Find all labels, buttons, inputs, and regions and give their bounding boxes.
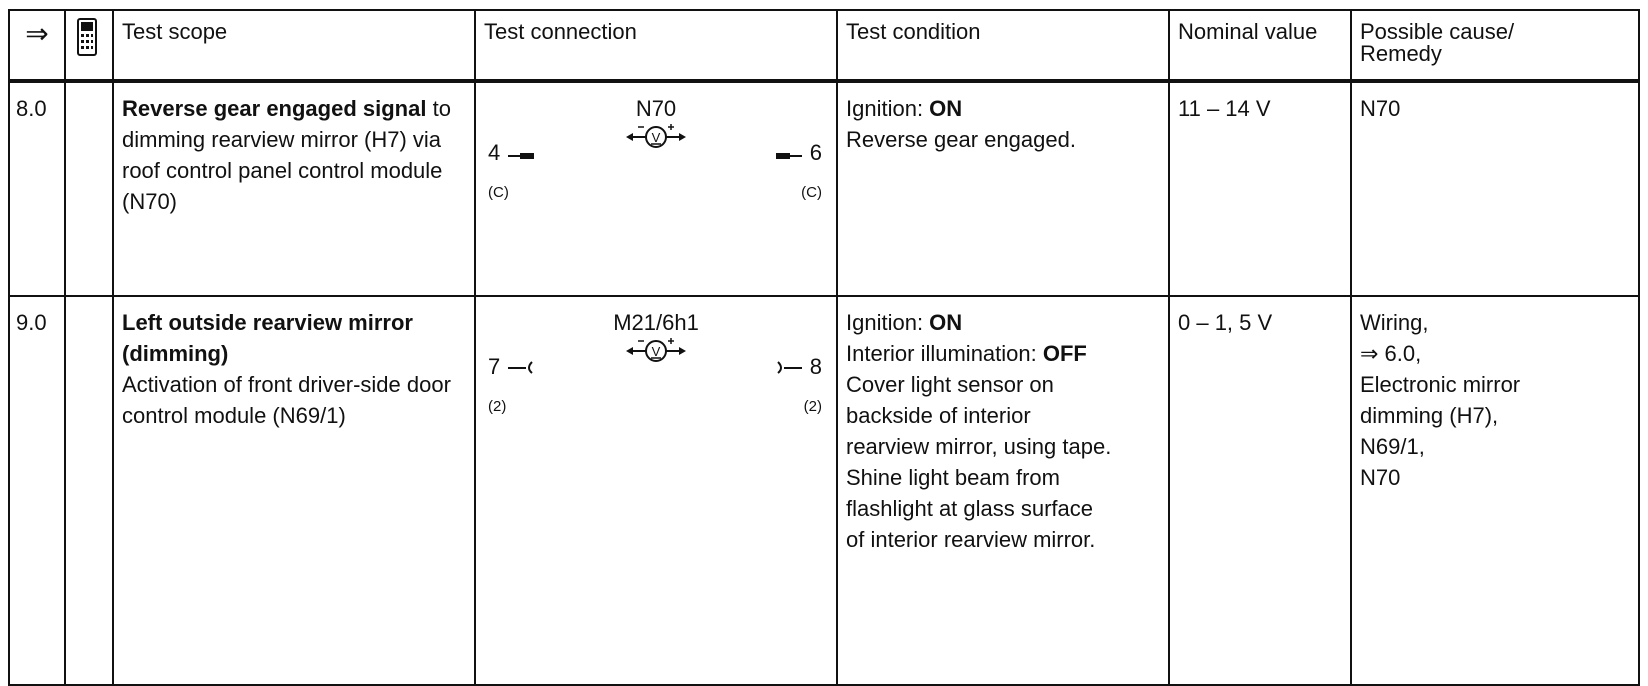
step-number: 8.0: [8, 80, 66, 297]
nominal-value-header: Nominal value: [1168, 9, 1352, 83]
tester-cell: [64, 80, 114, 297]
scope-description: to dimming rearview mirror (H7) via roof…: [122, 96, 451, 214]
possible-cause-label: Possible cause/: [1360, 19, 1515, 44]
tester-cell: [64, 295, 114, 686]
ignition-line: Ignition: ON: [846, 310, 963, 335]
socket-connector-icon: [776, 361, 802, 374]
voltmeter-icon: V: [484, 121, 828, 157]
scope-description: Activation of front driver-side door con…: [122, 372, 451, 428]
arrow-header: ⇒: [8, 9, 66, 83]
condition-line: Reverse gear engaged.: [846, 127, 1076, 152]
test-scope-cell: Reverse gear engaged signal to dimming r…: [112, 80, 476, 297]
test-scope-cell: Left outside rearview mirror (dimming) A…: [112, 295, 476, 686]
header-row: ⇒ Test scope Test connection Test condit…: [8, 9, 1640, 83]
nominal-value-cell: 11 – 14 V: [1168, 80, 1352, 297]
connector-left: (2): [488, 398, 507, 415]
test-connection-header: Test connection: [474, 9, 838, 83]
condition-line: rearview mirror, using tape.: [846, 434, 1112, 459]
pin-left: 7: [488, 351, 536, 382]
connector-right: (C): [801, 184, 822, 201]
cause-line: Wiring,: [1360, 310, 1429, 335]
tester-icon: [76, 18, 98, 62]
cause-link[interactable]: ⇒ 6.0,: [1360, 341, 1422, 366]
cause-line: N70: [1360, 465, 1401, 490]
ignition-line: Ignition: ON: [846, 96, 963, 121]
step-number: 9.0: [8, 295, 66, 686]
voltmeter-icon: V: [484, 335, 828, 371]
possible-cause-cell: Wiring, ⇒ 6.0, Electronic mirror dimming…: [1350, 295, 1640, 686]
remedy-label: Remedy: [1360, 41, 1442, 66]
cause-line: dimming (H7),: [1360, 403, 1499, 428]
test-table: ⇒ Test scope Test connection Test condit…: [8, 9, 1640, 686]
module-label: M21/6h1: [613, 310, 699, 335]
pin-left: 4: [488, 137, 536, 168]
svg-text:V: V: [652, 130, 661, 145]
possible-cause-cell: N70: [1350, 80, 1640, 297]
scope-title: Left outside rearview mirror (dimming): [122, 310, 413, 366]
pin-right: 6: [774, 137, 822, 168]
test-condition-cell: Ignition: ON Reverse gear engaged.: [836, 80, 1170, 297]
test-connection-cell: N70 V: [474, 80, 838, 297]
scope-title: Reverse gear engaged signal: [122, 96, 427, 121]
socket-plug-icon: [508, 153, 535, 159]
connector-right: (2): [803, 398, 822, 415]
connector-left: (C): [488, 184, 509, 201]
condition-line: Cover light sensor on: [846, 372, 1054, 397]
condition-line: backside of interior: [846, 403, 1031, 428]
condition-line: flashlight at glass surface: [846, 496, 1094, 521]
table-row: 9.0 Left outside rearview mirror (dimmin…: [8, 295, 1640, 686]
test-connection-cell: M21/6h1 V: [474, 295, 838, 686]
cause-line: Electronic mirror: [1360, 372, 1521, 397]
svg-text:V: V: [652, 344, 661, 359]
illumination-line: Interior illumination: OFF: [846, 341, 1087, 366]
cause-line: N70: [1360, 96, 1401, 121]
condition-line: of interior rearview mirror.: [846, 527, 1096, 552]
socket-connector-icon: [508, 361, 534, 374]
module-label: N70: [635, 96, 677, 121]
test-scope-header: Test scope: [112, 9, 476, 83]
condition-line: Shine light beam from: [846, 465, 1060, 490]
test-condition-header: Test condition: [836, 9, 1170, 83]
pin-right: 8: [774, 351, 822, 382]
table-row: 8.0 Reverse gear engaged signal to dimmi…: [8, 80, 1640, 297]
cause-line: N69/1,: [1360, 434, 1425, 459]
nominal-value-cell: 0 – 1, 5 V: [1168, 295, 1352, 686]
socket-plug-icon: [775, 153, 802, 159]
test-condition-cell: Ignition: ON Interior illumination: OFF …: [836, 295, 1170, 686]
tester-header: [64, 9, 114, 83]
possible-cause-header: Possible cause/ Remedy: [1350, 9, 1640, 83]
